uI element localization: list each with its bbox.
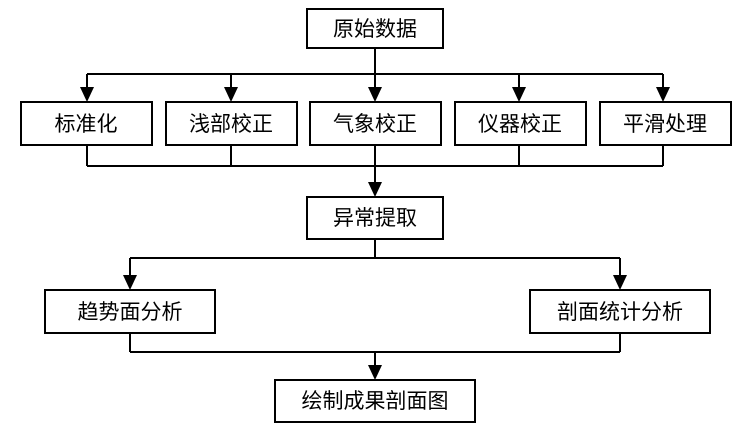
node-weather-correction: 气象校正 bbox=[309, 101, 442, 146]
arrowhead-profile-stat bbox=[613, 275, 627, 290]
node-draw-result-profile: 绘制成果剖面图 bbox=[274, 379, 476, 423]
node-weather-correction-label: 气象校正 bbox=[333, 112, 417, 136]
arrowhead-instrument bbox=[512, 87, 526, 102]
node-shallow-correction: 浅部校正 bbox=[165, 101, 298, 146]
arrowhead-trend bbox=[123, 275, 137, 290]
connectors-steps-to-anomaly bbox=[86, 145, 664, 197]
node-anomaly-extraction-label: 异常提取 bbox=[333, 206, 417, 230]
node-raw-data-label: 原始数据 bbox=[333, 17, 417, 41]
node-anomaly-extraction: 异常提取 bbox=[306, 196, 444, 240]
node-trend-surface-analysis-label: 趋势面分析 bbox=[78, 300, 183, 324]
node-smoothing-label: 平滑处理 bbox=[623, 112, 707, 136]
arrowhead-standardize bbox=[80, 87, 94, 102]
node-shallow-correction-label: 浅部校正 bbox=[189, 112, 273, 136]
node-standardize: 标准化 bbox=[20, 101, 153, 146]
arrowhead-anomaly bbox=[368, 182, 382, 197]
node-instrument-correction-label: 仪器校正 bbox=[478, 112, 562, 136]
arrowhead-shallow bbox=[224, 87, 238, 102]
node-profile-statistical-analysis-label: 剖面统计分析 bbox=[557, 300, 683, 324]
node-profile-statistical-analysis: 剖面统计分析 bbox=[529, 289, 711, 334]
arrowhead-result bbox=[368, 365, 382, 380]
connectors-anomaly-to-analyses bbox=[123, 239, 627, 290]
node-instrument-correction: 仪器校正 bbox=[454, 101, 587, 146]
node-raw-data: 原始数据 bbox=[306, 8, 444, 49]
node-trend-surface-analysis: 趋势面分析 bbox=[44, 289, 216, 334]
connectors-analyses-to-result bbox=[129, 333, 621, 380]
node-smoothing: 平滑处理 bbox=[599, 101, 732, 146]
arrowhead-smoothing bbox=[656, 87, 670, 102]
arrowhead-weather bbox=[368, 87, 382, 102]
connectors-raw-to-steps bbox=[80, 48, 670, 102]
node-draw-result-profile-label: 绘制成果剖面图 bbox=[302, 389, 449, 413]
node-standardize-label: 标准化 bbox=[55, 112, 118, 136]
